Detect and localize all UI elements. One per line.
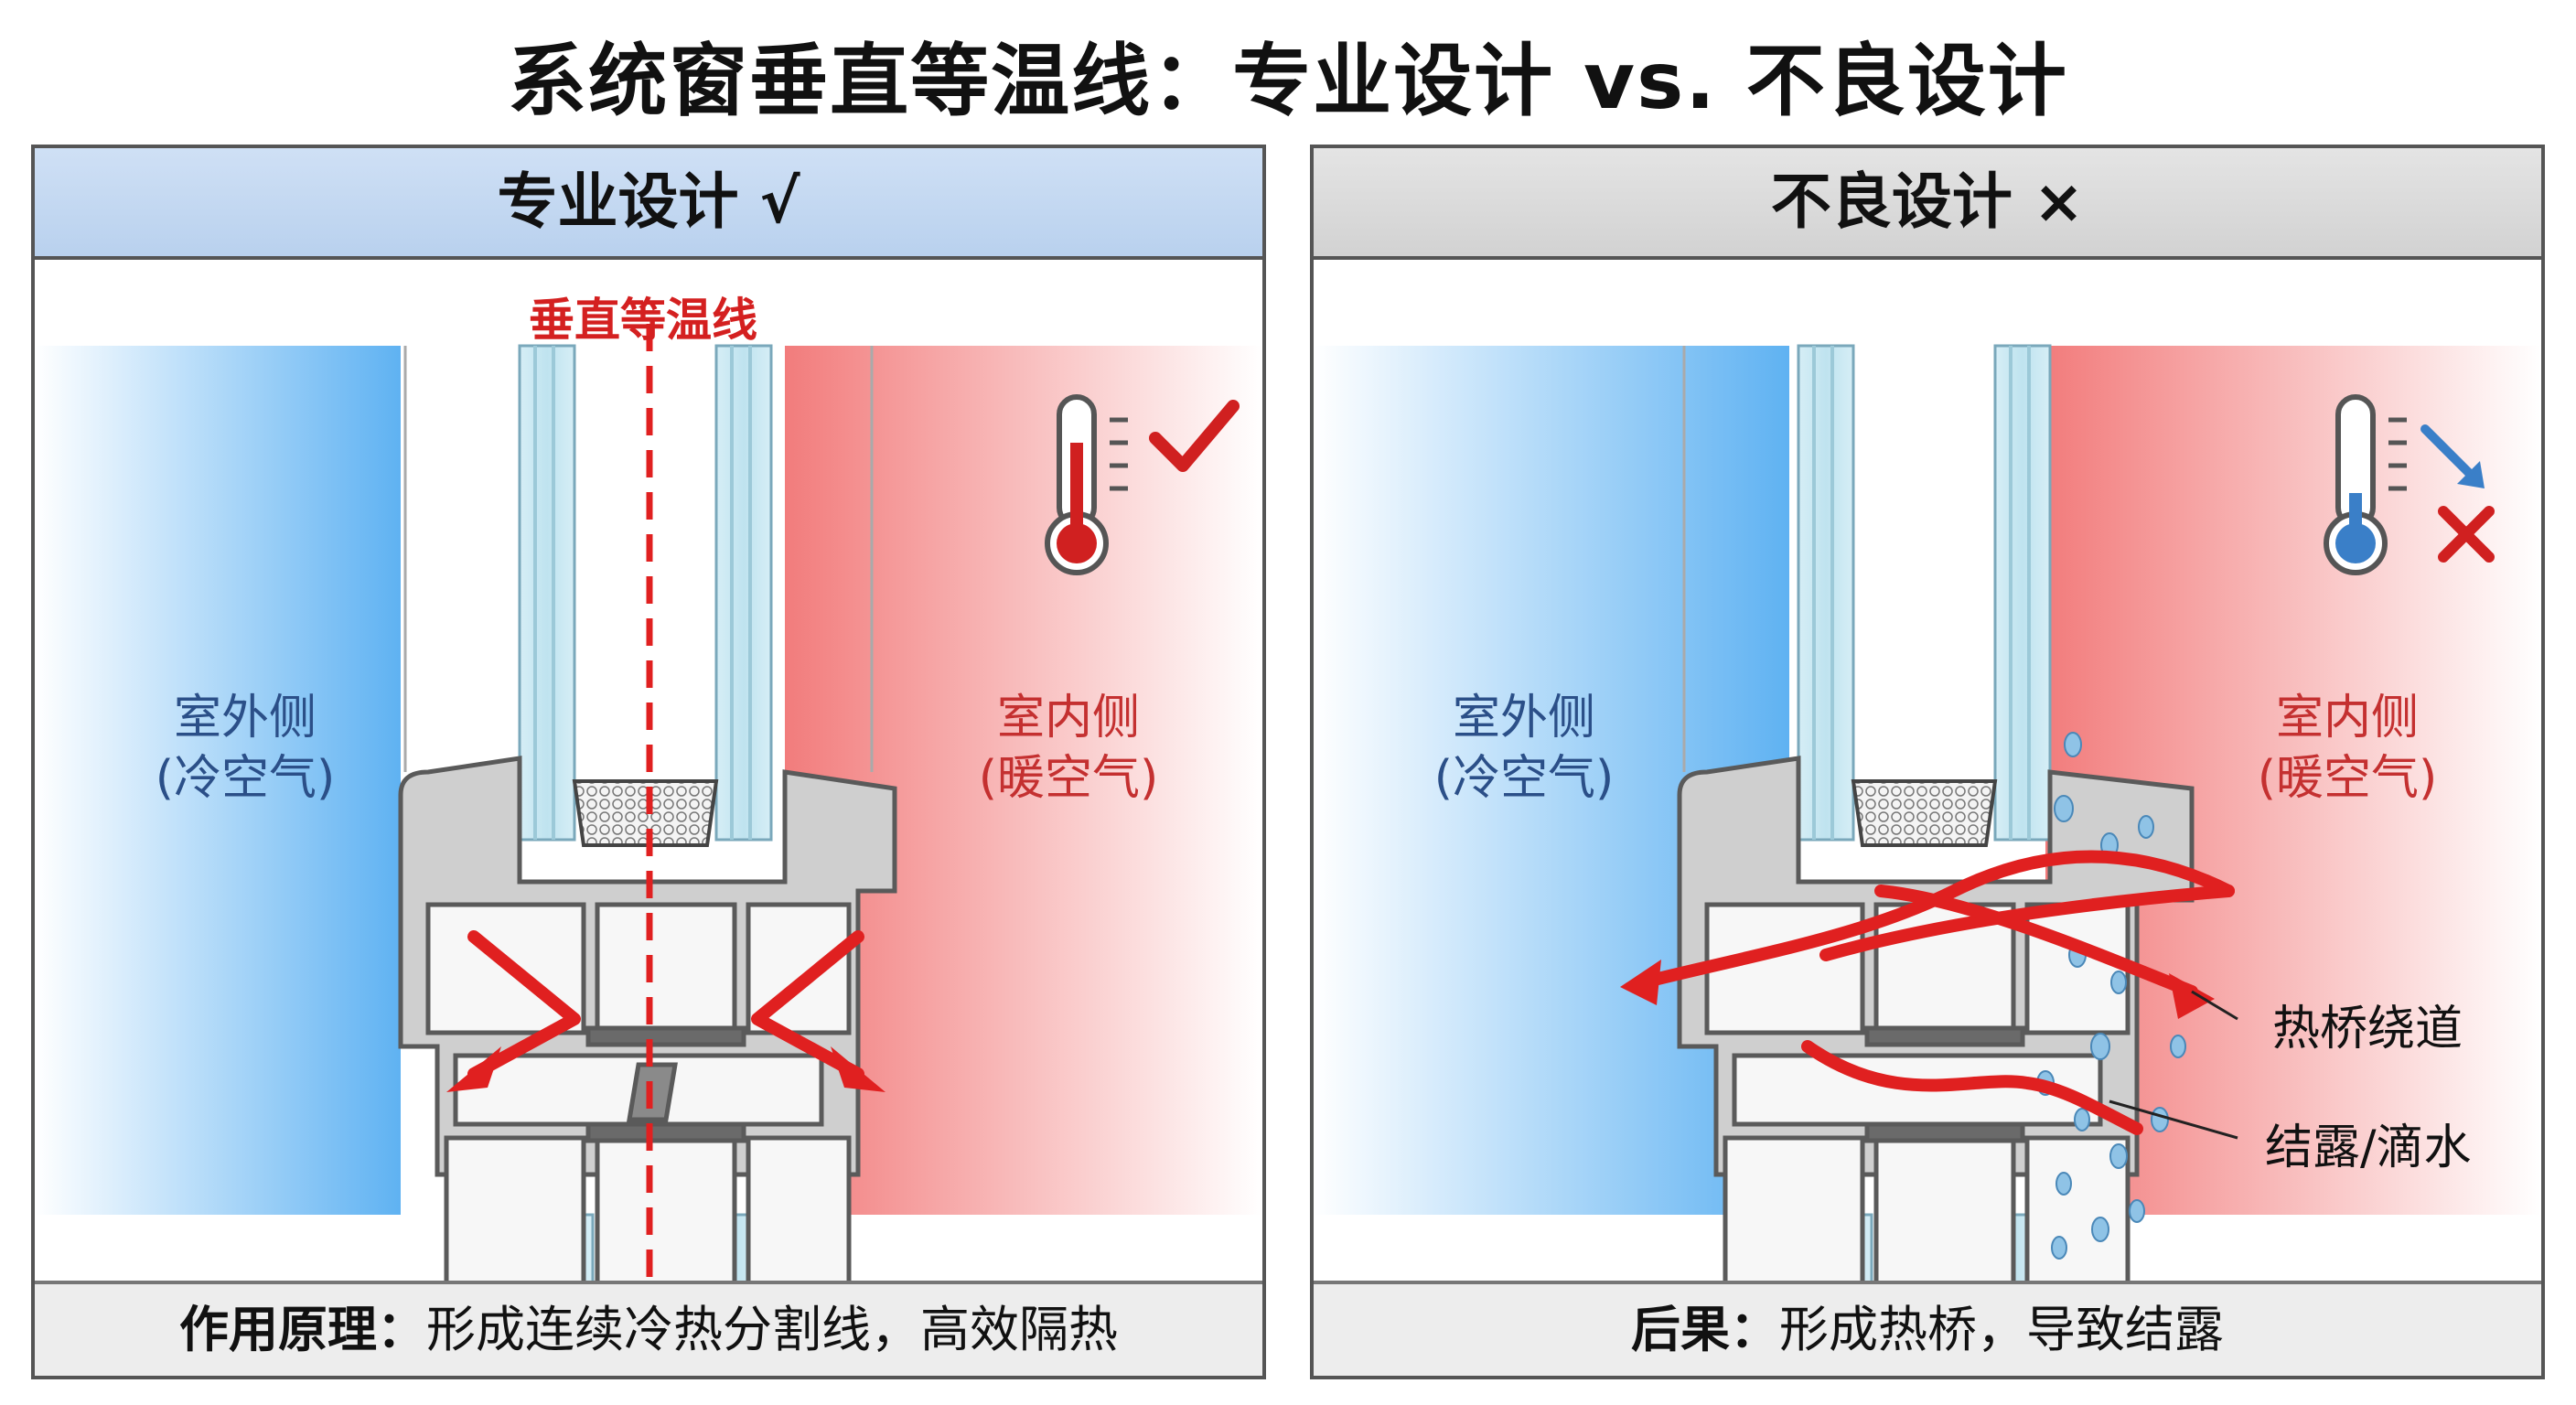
heat-flow-arrow-inner	[751, 930, 864, 1080]
outdoor-label: 室外侧 (冷空气)	[155, 691, 336, 806]
arrow-head-icon	[831, 1046, 886, 1092]
indoor-label: 室内侧 (暖空气)	[2257, 691, 2438, 806]
cold-zone	[35, 346, 401, 1215]
insulating-spacer	[1851, 779, 1998, 847]
thermal-bridge-callout: 热桥绕道	[2272, 1002, 2463, 1056]
arrow-head-icon	[2169, 973, 2215, 1019]
condensation-callout: 结露/滴水	[2265, 1121, 2472, 1175]
temperature-drop-arrow-icon	[2420, 424, 2485, 488]
condensation-droplets	[2036, 732, 2186, 1260]
poor-design-footer: 后果：形成热桥，导致结露	[1314, 1281, 2541, 1376]
thermal-bridge-flow-arrows	[1637, 850, 2235, 1135]
poor-design-header: 不良设计 ×	[1314, 148, 2541, 260]
poor-design-panel: 不良设计 ×	[1310, 145, 2545, 1379]
professional-window-section-diagram	[35, 324, 1262, 1286]
professional-design-footer: 作用原理：形成连续冷热分割线，高效隔热	[35, 1281, 1262, 1376]
arrow-head-icon	[446, 1046, 501, 1092]
warm-zone	[785, 346, 1262, 1215]
heat-flow-arrow-outer	[467, 930, 581, 1080]
glass-unit	[1797, 344, 2052, 1286]
thermometer-cold-icon	[2324, 394, 2407, 575]
bridge-leader-line	[2191, 990, 2238, 1021]
professional-design-panel: 专业设计 √	[31, 145, 1266, 1379]
checkmark-icon	[1149, 400, 1240, 472]
indoor-label: 室内侧 (暖空气)	[978, 691, 1159, 806]
professional-design-header: 专业设计 √	[35, 148, 1262, 260]
arrow-head-icon	[1620, 960, 1661, 1005]
cross-icon	[2438, 506, 2495, 563]
condensation-leader-line	[2109, 1099, 2238, 1140]
page-title: 系统窗垂直等温线：专业设计 vs. 不良设计	[508, 36, 2068, 127]
outdoor-label: 室外侧 (冷空气)	[1433, 691, 1615, 806]
insulating-spacer	[572, 779, 719, 847]
poor-window-section-diagram	[1314, 344, 2541, 1286]
thermometer-hot-icon	[1045, 394, 1128, 575]
isotherm-label: 垂直等温线	[529, 294, 757, 347]
